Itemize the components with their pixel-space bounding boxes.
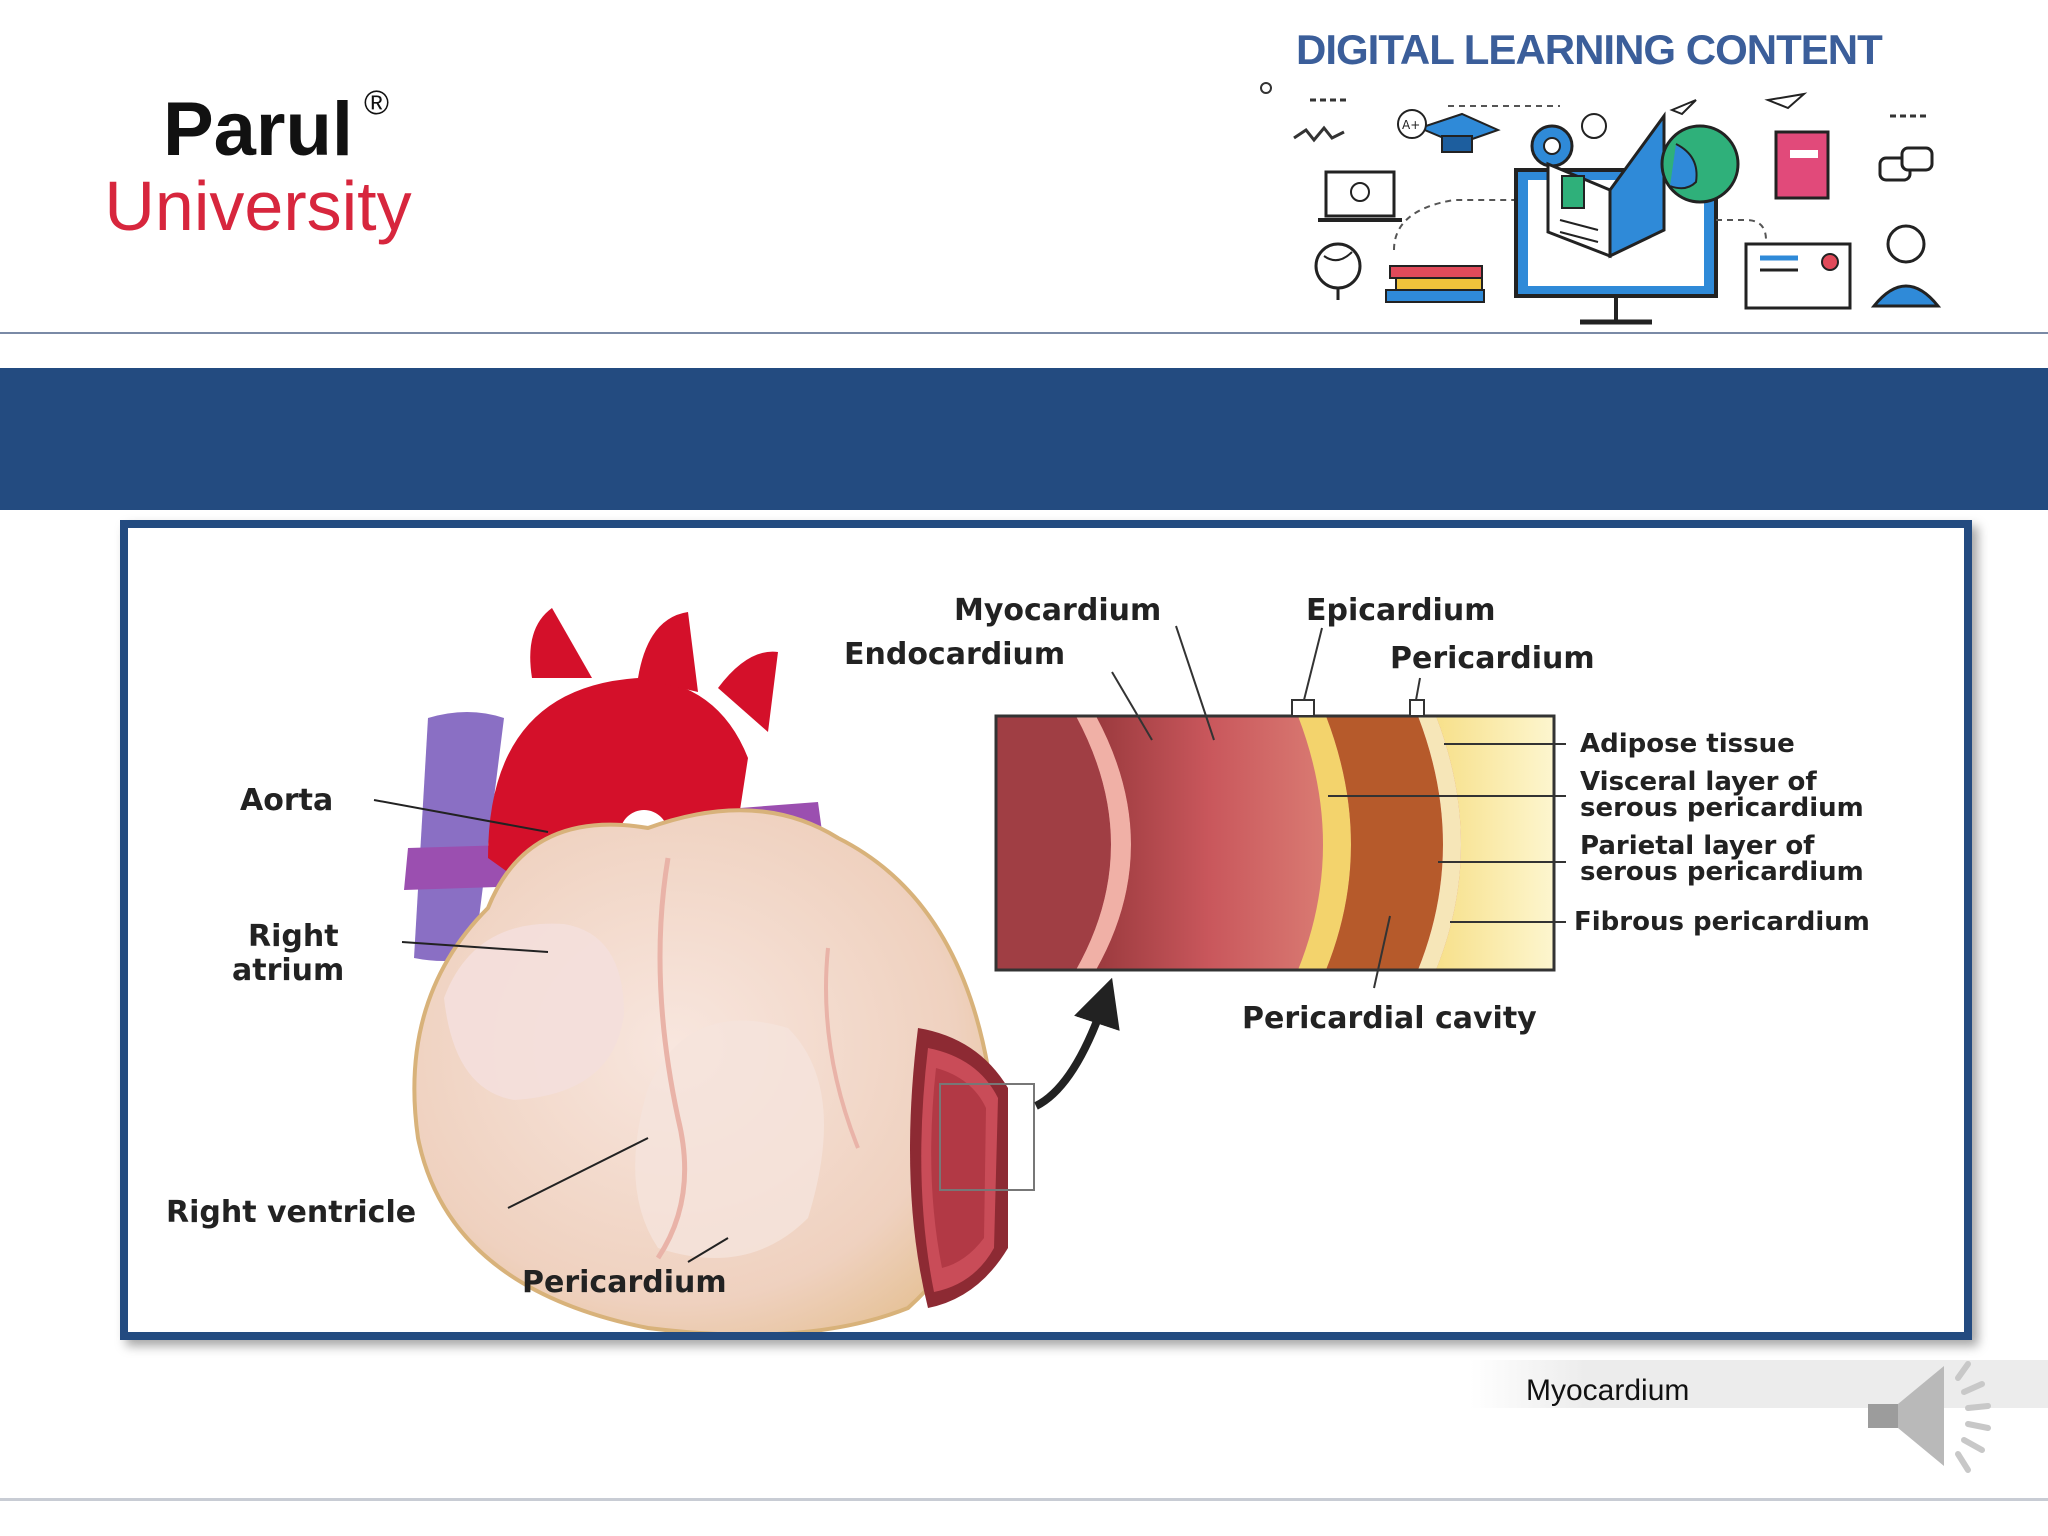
certificate-card-icon [1744,242,1852,310]
audio-caption: Myocardium [1526,1374,1690,1407]
paper-plane-icon [1669,99,1697,116]
registered-mark: ® [363,84,390,122]
gear-icon [1530,113,1607,168]
label-parietal-1: Parietal layer of [1580,831,1815,861]
books-icon [1385,265,1485,303]
label-pericardium-wall: Pericardium [1390,641,1595,676]
earth-globe-icon [1660,124,1740,204]
heart-wall-diagram: Aorta Right atrium Right ventricle Peric… [166,593,1870,1332]
label-myocardium: Myocardium [954,593,1161,628]
parul-university-logo: Parul® University [88,84,428,245]
video-screen-icon [1318,170,1402,222]
graduation-cap-icon [1417,112,1501,153]
magnify-arrow [1034,977,1120,1110]
heart-illustration [404,608,1120,1332]
pericardium-figure: Aorta Right atrium Right ventricle Peric… [120,520,1972,1340]
globe-icon [1314,242,1362,300]
logo-university-text: University [104,167,412,245]
slide-title-band [0,368,2048,510]
label-epicardium: Epicardium [1306,593,1495,628]
support-agent-icon [1870,224,1942,308]
speaker-icon[interactable] [1860,1352,1996,1480]
digital-learning-title: DIGITAL LEARNING CONTENT [1296,26,1883,73]
label-visceral-2: serous pericardium [1580,793,1864,823]
label-right-atrium-1: Right [248,919,339,954]
label-pericardial-cavity: Pericardial cavity [1242,1001,1537,1036]
logo-wordmark: Parul® [162,84,390,172]
label-parietal-2: serous pericardium [1580,857,1864,887]
label-visceral-1: Visceral layer of [1580,767,1817,797]
chat-bubbles-icon [1878,146,1934,182]
label-right-ventricle: Right ventricle [166,1195,416,1230]
wall-cross-section [994,699,1556,972]
label-adipose-tissue: Adipose tissue [1580,729,1795,759]
header-divider [0,332,2048,334]
label-aorta: Aorta [240,783,333,818]
caption-bar [1470,1360,2048,1408]
magnify-box [939,1083,1035,1191]
svg-text:A+: A+ [1402,118,1420,132]
label-right-atrium-2: atrium [232,953,344,988]
notebook-icon [1774,130,1830,200]
footer-divider [0,1498,2048,1501]
wall-cutaway [910,1028,1008,1308]
label-endocardium: Endocardium [844,637,1065,672]
open-book-icon [1546,111,1666,259]
label-pericardium-heart: Pericardium [522,1265,727,1300]
digital-learning-illustration: × A+ [1260,82,1942,325]
label-fibrous-pericardium: Fibrous pericardium [1574,907,1870,937]
